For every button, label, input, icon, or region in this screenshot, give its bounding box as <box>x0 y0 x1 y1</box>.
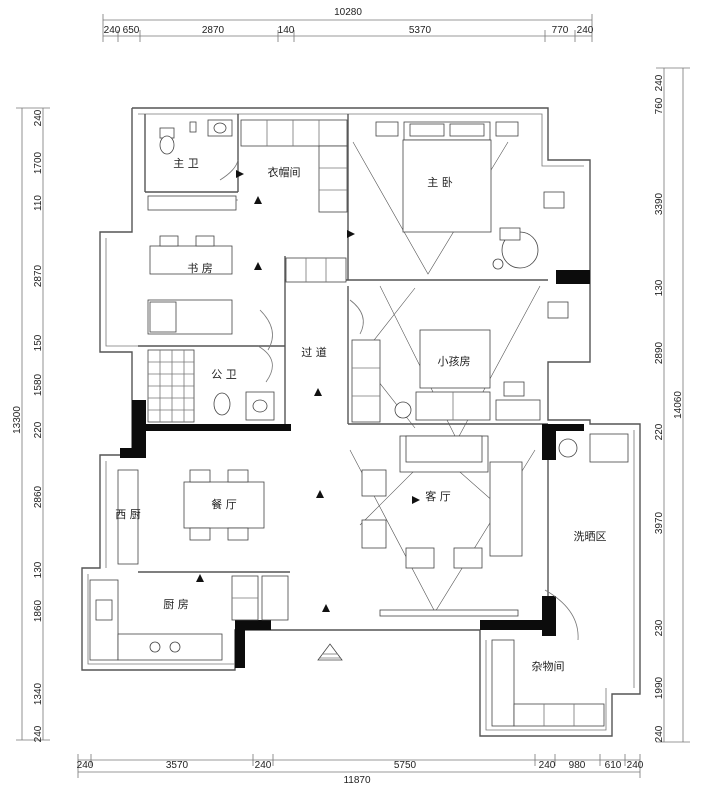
study-furniture <box>147 235 233 335</box>
closet-wardrobes <box>240 119 348 213</box>
bottom-dim-5: 240 <box>539 760 556 771</box>
right-total-dim: 14060 <box>673 391 684 419</box>
bottom-dim-3: 240 <box>255 760 272 771</box>
right-dim-4: 130 <box>654 279 665 296</box>
right-dim-9: 1990 <box>654 676 665 699</box>
left-dim-6: 1580 <box>33 373 44 396</box>
left-dim-3: 110 <box>33 195 44 211</box>
left-dim-12: 240 <box>33 725 44 742</box>
dining-furniture <box>117 469 265 565</box>
corridor-cabinet <box>285 257 381 423</box>
public-bath-fixtures <box>147 349 275 423</box>
bottom-dim-2: 3570 <box>166 760 189 771</box>
master-bath-fixtures <box>147 119 238 211</box>
label-living-room: 客 厅 <box>425 489 451 503</box>
left-dim-9: 130 <box>33 561 44 578</box>
right-dimension-line: 240 760 3390 130 2890 220 3970 230 1990 … <box>654 67 690 743</box>
right-dim-5: 2890 <box>654 341 665 364</box>
door-swings <box>219 159 579 641</box>
label-kitchen: 厨 房 <box>163 598 189 611</box>
left-dim-1: 240 <box>33 109 44 126</box>
label-west-kitchen: 西 厨 <box>115 508 141 521</box>
laundry-storage-furniture <box>491 433 629 727</box>
label-study: 书 房 <box>187 262 213 275</box>
top-dim-5: 5370 <box>409 25 432 36</box>
bottom-total-dim: 11870 <box>343 775 371 786</box>
right-dim-6: 220 <box>654 423 665 440</box>
right-dim-1: 240 <box>654 74 665 91</box>
entrance-icon <box>317 643 343 661</box>
top-dim-3: 2870 <box>202 25 225 36</box>
right-dim-8: 230 <box>654 619 665 636</box>
left-dim-10: 1860 <box>33 599 44 622</box>
label-corridor: 过 道 <box>301 345 327 359</box>
left-dim-7: 220 <box>33 421 44 438</box>
kids-room-furniture <box>394 329 541 421</box>
kitchen-furniture <box>89 575 289 661</box>
room-labels: 主 卫 衣帽间 主 卧 书 房 过 道 小孩房 公 卫 客 厅 餐 厅 西 厨 … <box>115 157 606 673</box>
top-dimension-line: 10280 240 650 2870 140 5370 770 240 <box>102 7 594 42</box>
flow-arrows <box>196 170 420 612</box>
left-total-dim: 13300 <box>12 406 23 434</box>
right-dim-10: 240 <box>654 725 665 742</box>
bottom-dim-8: 240 <box>627 760 644 771</box>
outer-walls <box>81 107 641 737</box>
label-master-bedroom: 主 卧 <box>427 176 453 189</box>
structural-columns <box>120 270 590 668</box>
bottom-dimension-line: 240 3570 240 5750 240 980 610 240 11870 <box>77 754 644 786</box>
label-master-bath: 主 卫 <box>173 157 199 170</box>
label-dining: 餐 厅 <box>211 497 237 511</box>
top-total-dim: 10280 <box>334 7 362 18</box>
top-dim-1: 240 <box>104 25 121 36</box>
top-dim-2: 650 <box>123 25 140 36</box>
left-dim-8: 2860 <box>33 485 44 508</box>
master-bedroom-furniture <box>375 121 569 319</box>
right-dim-3: 3390 <box>654 192 665 215</box>
label-storage: 杂物间 <box>532 659 565 673</box>
bottom-dim-6: 980 <box>569 760 586 771</box>
left-dim-2: 1700 <box>33 151 44 174</box>
right-dim-2: 760 <box>654 97 665 114</box>
top-dim-4: 140 <box>278 25 295 36</box>
label-laundry: 洗晒区 <box>574 530 607 543</box>
label-closet: 衣帽间 <box>268 165 301 179</box>
bottom-dim-7: 610 <box>605 760 622 771</box>
left-dimension-line: 13300 240 1700 110 2870 150 1580 220 286… <box>12 107 50 742</box>
bottom-dim-1: 240 <box>77 760 94 771</box>
label-kids-room: 小孩房 <box>438 355 471 368</box>
top-dim-7: 240 <box>577 25 594 36</box>
label-public-bath: 公 卫 <box>211 368 237 381</box>
left-dim-11: 1340 <box>33 682 44 705</box>
left-dim-5: 150 <box>33 334 44 351</box>
left-dim-4: 2870 <box>33 264 44 287</box>
living-room-furniture <box>361 435 523 617</box>
top-dim-6: 770 <box>552 25 569 36</box>
right-dim-7: 3970 <box>654 511 665 534</box>
bottom-dim-4: 5750 <box>394 760 417 771</box>
